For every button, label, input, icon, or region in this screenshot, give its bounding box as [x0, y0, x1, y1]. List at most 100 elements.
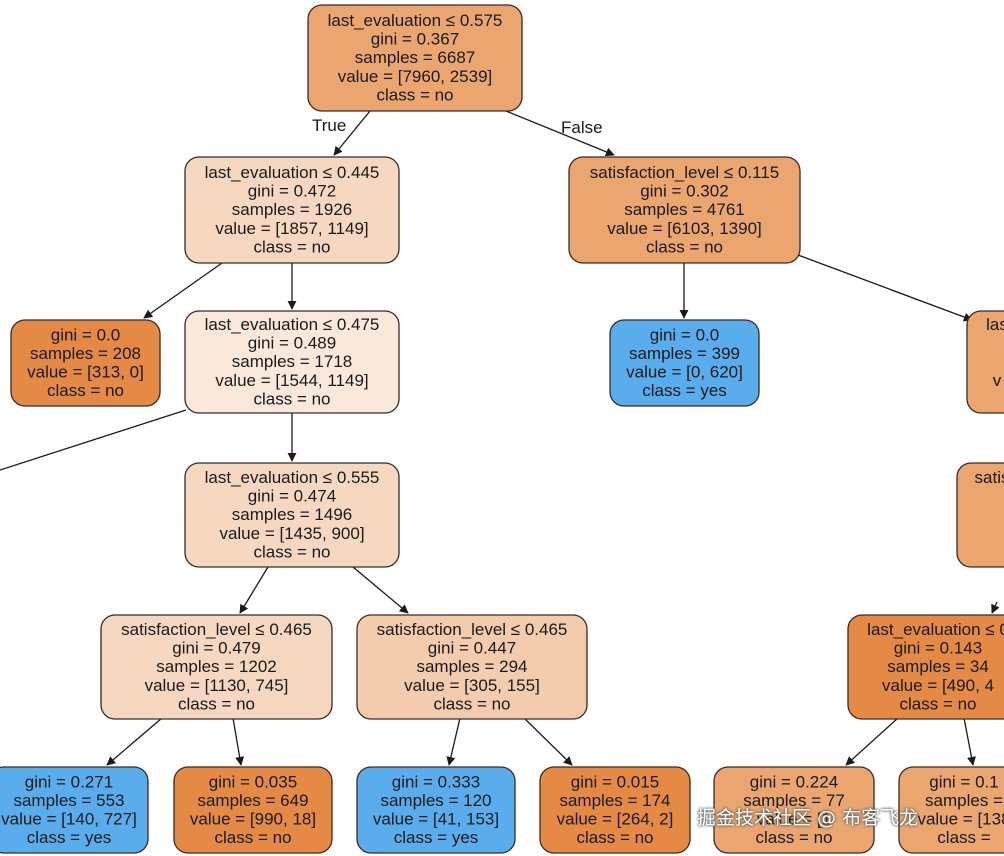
node-text-line: last_evaluation ≤ 0.475 [205, 315, 380, 334]
node-text-line: satisfaction_level ≤ 0.465 [377, 620, 568, 639]
node-text-line: value = [1544, 1149] [215, 371, 368, 390]
node-text-line: las [986, 315, 1004, 334]
node-box [184, 310, 400, 414]
node-text-line: value = [6103, 1390] [607, 219, 762, 238]
node-text-line: last_evaluation ≤ 0.445 [205, 163, 380, 182]
node-text-line: samples = 77 [743, 791, 845, 810]
node-box [356, 766, 516, 854]
node-text-line: last_evaluation ≤ 0 [867, 620, 1004, 639]
node-text-line: gini = 0.224 [750, 772, 838, 791]
tree-edge [523, 717, 573, 766]
node-text-line: value = [1857, 1149] [215, 219, 368, 238]
tree-edge [845, 717, 899, 766]
node-text-line: last_evaluation ≤ 0.555 [205, 468, 380, 487]
node-text-line: gini = 0.489 [248, 334, 336, 353]
node-text-line: gini = 0.447 [428, 639, 516, 658]
node-box [713, 766, 875, 854]
node-text-line: gini = 0.474 [248, 487, 336, 506]
node-text-line: value = [305, 155] [404, 676, 540, 695]
node-box [898, 766, 1004, 854]
tree-node-n8: satis [956, 462, 1004, 568]
node-text-line: value = [1130, 745] [145, 676, 289, 695]
node-box [539, 766, 691, 854]
node-text-line: class = no [899, 694, 976, 713]
node-text-line: gini = 0.367 [371, 30, 459, 49]
node-text-line: gini = 0.035 [209, 772, 297, 791]
node-text-line: class = no [253, 237, 330, 256]
node-text-line: class = no [47, 381, 124, 400]
node-text-line: class = no [755, 828, 832, 847]
node-text-line: value = [313, 0] [27, 363, 144, 382]
node-text-line: samples = [925, 791, 1003, 810]
node-box [10, 319, 161, 407]
node-text-line: class = no [646, 237, 723, 256]
node-text-line: class = no [376, 85, 453, 104]
node-text-line: samples = 649 [197, 791, 308, 810]
node-text-line: value = [140, 727] [1, 810, 137, 829]
node-text-line: value = [990, 18] [190, 810, 316, 829]
node-box [356, 614, 588, 720]
node-text-line: class = [937, 828, 990, 847]
node-text-line: gini = 0.333 [392, 772, 480, 791]
tree-edge [333, 110, 371, 156]
tree-node-n6: las v [966, 310, 1004, 414]
tree-edges [0, 110, 1000, 766]
node-text-line: class = yes [642, 381, 727, 400]
node-text-line: samples = 4761 [624, 200, 745, 219]
node-text-line: class = no [576, 828, 653, 847]
tree-edge [0, 409, 187, 471]
node-text-line: value = [1435, 900] [219, 524, 364, 543]
node-text-line: gini = 0.015 [571, 772, 659, 791]
tree-edge [797, 254, 973, 322]
node-text-line: class = yes [27, 828, 112, 847]
node-text-line: gini = 0.472 [248, 182, 336, 201]
tree-edge [143, 262, 223, 319]
node-text-line: gini = 0.302 [640, 182, 728, 201]
node-text-line: value = [1 [757, 810, 831, 829]
node-box [173, 766, 333, 854]
node-text-line: samples = 208 [30, 344, 141, 363]
node-text-line: v [993, 371, 1002, 390]
node-text-line: class = no [433, 694, 510, 713]
node-text-line: samples = 1926 [232, 200, 353, 219]
node-text-line: samples = 120 [380, 791, 491, 810]
tree-edge [446, 717, 461, 766]
node-text-line: class = no [178, 694, 255, 713]
node-box [609, 319, 760, 407]
node-text-line: samples = 34 [887, 657, 989, 676]
node-text-line: gini = 0.479 [172, 639, 260, 658]
node-text-line: samples = 553 [13, 791, 124, 810]
node-box [184, 462, 400, 568]
tree-edge [963, 717, 976, 766]
node-box [956, 462, 1004, 568]
node-text-line: satisfaction_level ≤ 0.465 [121, 620, 312, 639]
node-text-line: samples = 294 [416, 657, 527, 676]
node-text-line: value = [138 [917, 810, 1004, 829]
node-box [184, 156, 400, 264]
node-text-line: gini = 0.143 [894, 639, 982, 658]
tree-edge [352, 566, 409, 614]
tree-edge [991, 601, 1000, 614]
node-text-line: gini = 0.0 [51, 325, 120, 344]
node-box [100, 614, 333, 720]
node-text-line: samples = 174 [559, 791, 670, 810]
node-box [0, 766, 149, 854]
node-text-line: class = no [253, 542, 330, 561]
node-text-line: gini = 0.1 [929, 772, 998, 791]
node-text-line: samples = 399 [629, 344, 740, 363]
